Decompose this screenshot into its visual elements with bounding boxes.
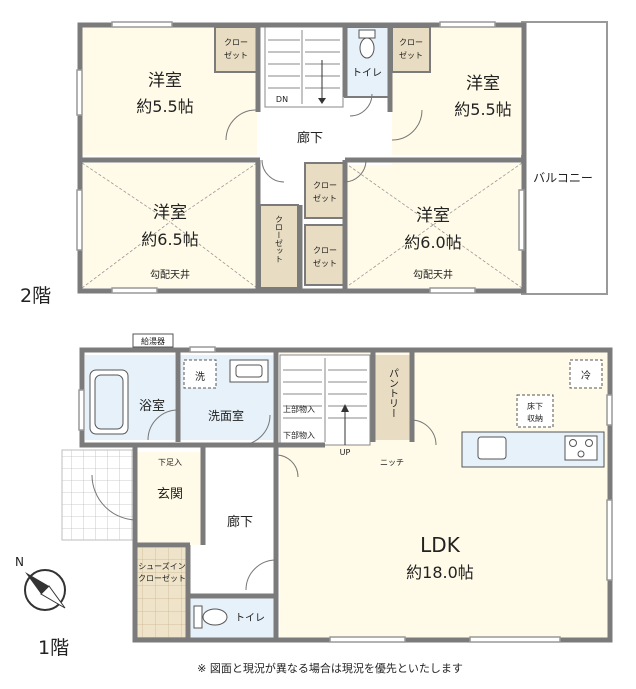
shoe-closet xyxy=(137,548,187,640)
room-name: 洋室 xyxy=(148,71,182,91)
entrance-label: 玄関 xyxy=(157,487,183,502)
closet-label: クロー xyxy=(224,38,248,47)
floor-1-plan: 給湯器 浴室 洗面室 洗 パントリー 冷 床下 収納 上部物入 下部物入 UP … xyxy=(38,333,613,659)
windows-1f xyxy=(78,346,613,643)
upper-storage-label: 上部物入 xyxy=(283,404,315,414)
shoe-cabinet-label: 下足入 xyxy=(158,458,182,467)
windows-2f xyxy=(76,21,525,294)
sloped-ceiling-label: 勾配天井 xyxy=(150,268,190,281)
closet-2f-d xyxy=(305,225,345,285)
closet-label-vertical: クローゼット xyxy=(275,215,284,263)
kitchen-counter xyxy=(461,431,605,468)
water-heater-label: 給湯器 xyxy=(141,336,165,346)
corridor-1f-label: 廊下 xyxy=(227,514,253,530)
water-heater xyxy=(132,333,174,348)
closet-label: クロー xyxy=(313,246,337,255)
closet-2f-a xyxy=(215,27,257,72)
closet-label: ゼット xyxy=(313,193,337,203)
toilet-fixture-1f-icon xyxy=(193,605,228,629)
bathroom-label: 浴室 xyxy=(139,398,165,414)
disclaimer-note: ※ 図面と現況が異なる場合は現況を優先といたします xyxy=(197,661,463,675)
room-size: 約5.5帖 xyxy=(454,100,511,119)
north-arrow-icon: N xyxy=(15,555,66,611)
room-size: 約6.0帖 xyxy=(404,233,461,252)
underfloor-storage-label: 床下 xyxy=(527,401,543,411)
floor-2-label: 2階 xyxy=(20,285,51,307)
closet-2f-e xyxy=(260,205,298,288)
sloped-ceiling-lines xyxy=(81,162,523,289)
closet-label: ゼット xyxy=(224,50,248,60)
stove-icon xyxy=(564,435,598,461)
corridor-label: 廊下 xyxy=(297,130,323,146)
balcony-label: バルコニー xyxy=(533,171,593,185)
room-name: 洋室 xyxy=(153,203,187,223)
closet-label: クロー xyxy=(399,38,423,47)
sloped-ceiling-label: 勾配天井 xyxy=(413,268,453,281)
closet-2f-c xyxy=(305,163,345,218)
washroom-label: 洗面室 xyxy=(208,408,244,423)
room-2f-bottom-left xyxy=(82,163,257,288)
fridge-label: 冷 xyxy=(581,369,591,382)
pantry-label: パントリー xyxy=(387,368,399,418)
toilet-1f-label: トイレ xyxy=(235,613,265,624)
shoe-closet-label: シューズイン xyxy=(138,561,186,571)
corridor-2f xyxy=(257,110,392,165)
walls-1f xyxy=(79,347,613,643)
ldk-size: 約18.0帖 xyxy=(406,563,474,582)
floor-2-plan: 洋室 約5.5帖 洋室 約5.5帖 洋室 約6.5帖 洋室 約6.0帖 勾配天井… xyxy=(20,21,608,307)
underfloor-storage-label: 収納 xyxy=(527,413,543,423)
doors-2f xyxy=(225,93,423,183)
room-size: 約5.5帖 xyxy=(136,97,193,116)
niche-label: ニッチ xyxy=(380,458,404,467)
shoe-closet-label: クローゼット xyxy=(138,573,186,583)
svg-text:N: N xyxy=(15,555,24,569)
toilet-label: トイレ xyxy=(352,68,382,79)
ldk-name: LDK xyxy=(420,533,461,557)
room-size: 約6.5帖 xyxy=(141,230,198,249)
sink-icon xyxy=(477,436,507,460)
corridor-1f xyxy=(205,445,277,595)
closet-label: ゼット xyxy=(399,50,423,60)
entrance-porch xyxy=(61,449,138,541)
entrance-hall xyxy=(137,452,203,545)
lower-storage-label: 下部物入 xyxy=(283,430,315,440)
doors-1f xyxy=(91,409,437,591)
fridge-space xyxy=(569,359,603,389)
closet-2f-b xyxy=(392,27,430,72)
stairs-up-label: UP xyxy=(340,448,351,457)
balcony xyxy=(521,21,608,295)
closet-label: ゼット xyxy=(313,258,337,268)
floor-1-label: 1階 xyxy=(38,637,69,659)
room-name: 洋室 xyxy=(416,206,450,226)
room-name: 洋室 xyxy=(466,74,500,94)
wash-basin-icon xyxy=(229,359,269,383)
washer-space xyxy=(183,359,217,389)
stairs-down-label: DN xyxy=(276,95,288,104)
washer-label: 洗 xyxy=(195,371,205,383)
bathtub-icon xyxy=(89,369,129,435)
pantry xyxy=(375,355,410,440)
closet-label: クロー xyxy=(313,181,337,190)
underfloor-storage xyxy=(516,394,554,428)
toilet-fixture-2f-icon xyxy=(358,29,376,59)
